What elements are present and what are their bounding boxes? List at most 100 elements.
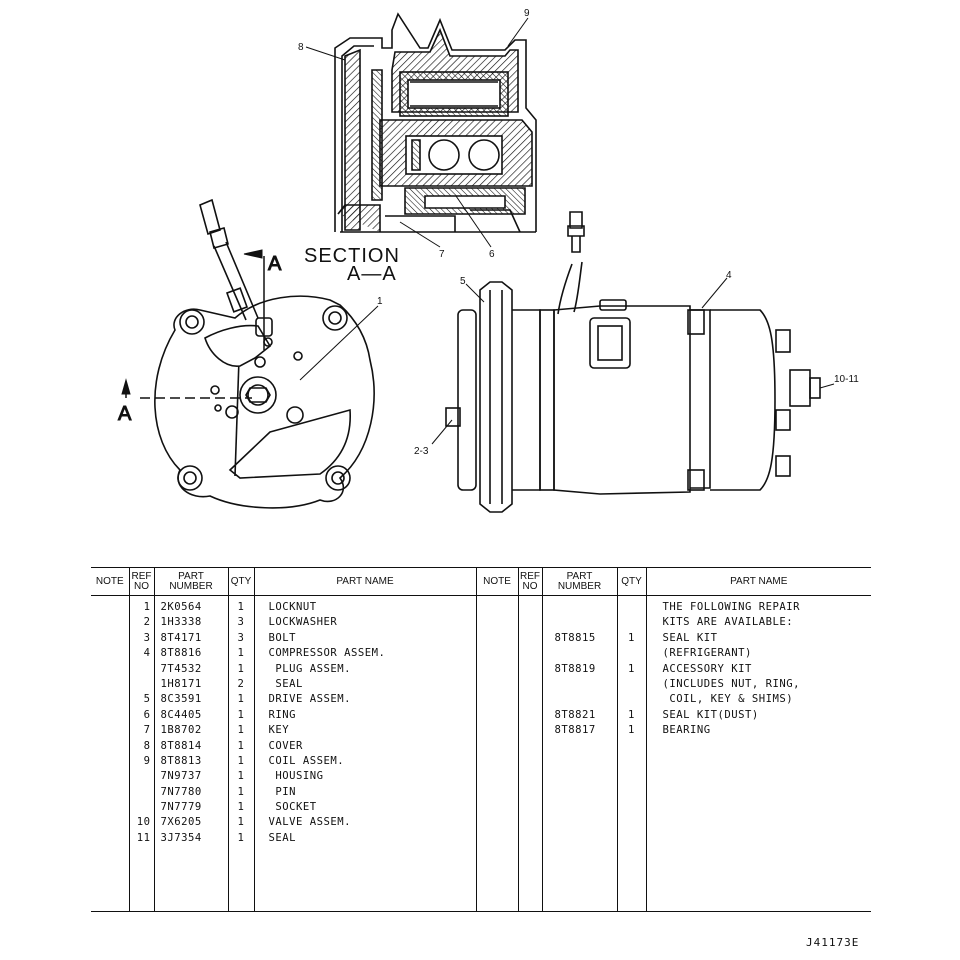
table-cell-qty: [618, 600, 646, 615]
table-cell-part_number: [543, 646, 617, 661]
table-cell-part_number: 2K0564: [160, 601, 202, 613]
exploded-parts-drawing: 8 9 7 6 SECTION A—A A: [118, 8, 859, 513]
table-cell-part_number: 8C4405: [160, 708, 202, 721]
table-cell-name: THE FOLLOWING REPAIR: [662, 601, 801, 613]
table-cell-name: COMPRESSOR ASSEM.: [268, 647, 386, 660]
table-cell-part_number: [543, 600, 617, 615]
callout-10-11: 10-11: [834, 374, 859, 385]
table-cell-part_number: 8C3591: [160, 693, 202, 706]
header-qty-2: QTY: [616, 567, 646, 596]
table-cell-ref: 9: [143, 754, 151, 767]
table-cell-name: BOLT: [268, 631, 297, 644]
table-cell-name: SEAL KIT(DUST): [662, 708, 759, 721]
table-cell-name: COIL, KEY & SHIMS): [662, 693, 794, 706]
col-ref-right: [517, 595, 542, 912]
table-cell-name: PIN: [268, 785, 297, 798]
table-cell-name: KEY: [268, 724, 290, 737]
table-cell-ref: 8: [143, 739, 151, 752]
table-cell-name: VALVE ASSEM.: [268, 816, 352, 829]
table-cell-part_number: 7N7780: [160, 785, 202, 798]
table-cell-qty: 1: [237, 601, 245, 613]
table-cell-qty: 3: [237, 631, 245, 644]
table-cell-part_number: 8T8813: [160, 754, 202, 767]
table-cell-name: HOUSING: [268, 770, 324, 783]
table-cell-ref: [519, 677, 542, 692]
table-cell-ref: 7: [143, 724, 151, 737]
table-cell-part_number: 8T8816: [160, 647, 202, 660]
table-cell-qty: 2: [237, 677, 245, 690]
side-view: [445, 211, 821, 513]
side-callouts: 4 5 2-3 10-11: [414, 270, 859, 457]
section-mark-left: A: [118, 403, 132, 425]
table-cell-name: (REFRIGERANT): [662, 647, 752, 660]
col-note-right: [475, 595, 518, 912]
table-cell-ref: 2: [143, 616, 151, 629]
table-cell-name: SEAL: [268, 677, 303, 690]
table-cell-qty: 1: [237, 693, 245, 706]
table-cell-name: LOCKWASHER: [268, 616, 338, 629]
header-note-2: NOTE: [475, 567, 518, 596]
table-cell-qty: 1: [237, 647, 245, 660]
table-cell-qty: 1: [628, 662, 635, 675]
table-cell-ref: [130, 677, 154, 692]
table-cell-qty: [618, 692, 646, 707]
table-cell-part_number: 7X6205: [160, 816, 202, 829]
table-cell-ref: [519, 600, 542, 615]
table-cell-name: COVER: [268, 739, 303, 752]
callout-9: 9: [524, 8, 530, 19]
callout-2-3: 2-3: [414, 446, 429, 457]
table-cell-name: BEARING: [662, 724, 711, 737]
table-cell-part_number: 1H3338: [160, 616, 202, 629]
table-cell-ref: 4: [143, 647, 151, 660]
col-note-left: [91, 595, 129, 912]
header-qty: QTY: [227, 567, 254, 596]
table-cell-ref: [130, 785, 154, 800]
table-cell-qty: [618, 677, 646, 692]
callout-4: 4: [726, 270, 732, 281]
table-cell-name: RING: [268, 708, 297, 721]
table-cell-ref: [519, 646, 542, 661]
table-cell-ref: [519, 692, 542, 707]
table-cell-name: (INCLUDES NUT, RING,: [662, 677, 801, 690]
table-cell-ref: [130, 662, 154, 677]
table-cell-part_number: 8T8815: [554, 631, 596, 644]
table-cell-name: COIL ASSEM.: [268, 754, 345, 767]
callout-7: 7: [439, 249, 445, 260]
table-cell-ref: [519, 662, 542, 677]
table-cell-qty: 1: [237, 662, 245, 675]
header-part-name: PART NAME: [253, 567, 476, 596]
table-cell-part_number: 3J7354: [160, 831, 202, 844]
table-cell-qty: 1: [237, 708, 245, 721]
callout-8: 8: [298, 42, 304, 53]
table-cell-part_number: 8T8821: [554, 708, 596, 721]
table-cell-name: DRIVE ASSEM.: [268, 693, 352, 706]
table-cell-ref: 10: [136, 816, 151, 829]
table-cell-ref: 11: [136, 831, 151, 844]
table-cell-qty: 1: [237, 831, 245, 844]
table-cell-qty: 1: [628, 724, 635, 737]
table-cell-part_number: 1H8171: [160, 677, 202, 690]
table-cell-qty: 1: [237, 739, 245, 752]
table-cell-ref: [130, 769, 154, 784]
table-cell-qty: [618, 646, 646, 661]
section-mark-top: A: [268, 253, 282, 275]
table-cell-part_number: [543, 677, 617, 692]
table-cell-qty: 1: [237, 724, 245, 737]
table-cell-ref: [519, 615, 542, 630]
table-cell-part_number: 7T4532: [160, 662, 202, 675]
table-cell-qty: 1: [628, 631, 635, 644]
header-note: NOTE: [91, 567, 129, 596]
section-subtitle: A—A: [347, 263, 397, 285]
table-cell-ref: 1: [143, 601, 151, 613]
table-cell-part_number: 1B8702: [160, 724, 202, 737]
